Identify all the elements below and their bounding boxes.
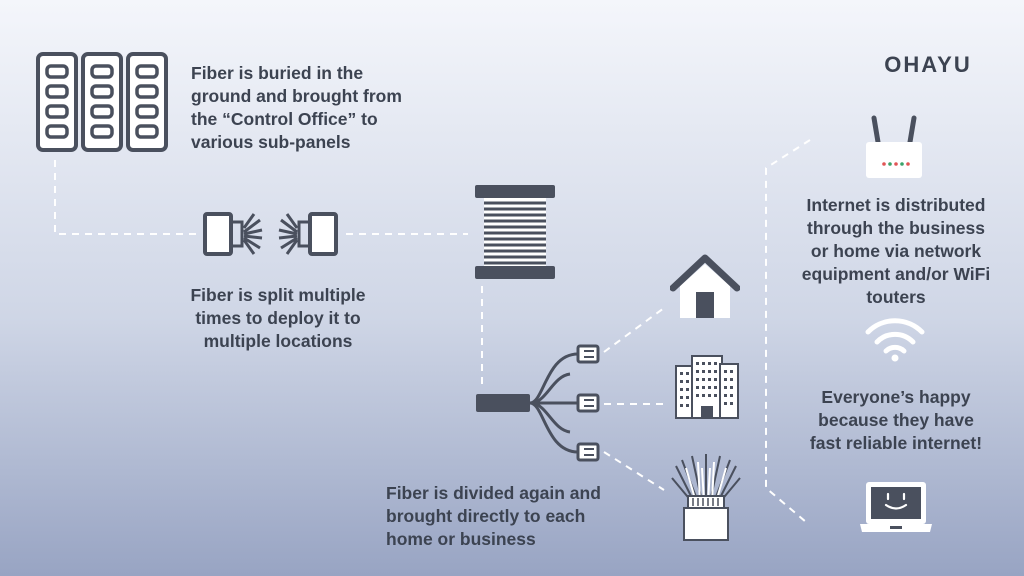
brand-logo: OHAYU [884, 52, 972, 77]
fiber-bundle-icon [671, 454, 741, 541]
router-icon [866, 115, 922, 178]
line-splitter-to-house [603, 307, 665, 353]
happy-laptop-icon [860, 482, 932, 532]
step-divided-text: Fiber is divided again and brought direc… [386, 483, 601, 549]
step-buried-text: Fiber is buried in the ground and brough… [191, 63, 402, 152]
fiber-splitter-icon [476, 344, 600, 462]
step-split-text: Fiber is split multiple times to deploy … [190, 285, 366, 351]
fiber-connector-icon [203, 212, 338, 256]
wifi-icon [865, 318, 925, 362]
server-rack-icon [36, 52, 168, 152]
line-router-to-laptop [765, 139, 811, 523]
line-rack-to-connector [54, 160, 196, 235]
fiber-spool-icon [475, 185, 555, 279]
step-happy-text: Everyone’s happy because they have fast … [809, 387, 983, 453]
office-building-icon [675, 355, 739, 419]
house-icon [670, 254, 740, 318]
step-distributed-text: Internet is distributed through the busi… [801, 195, 991, 307]
